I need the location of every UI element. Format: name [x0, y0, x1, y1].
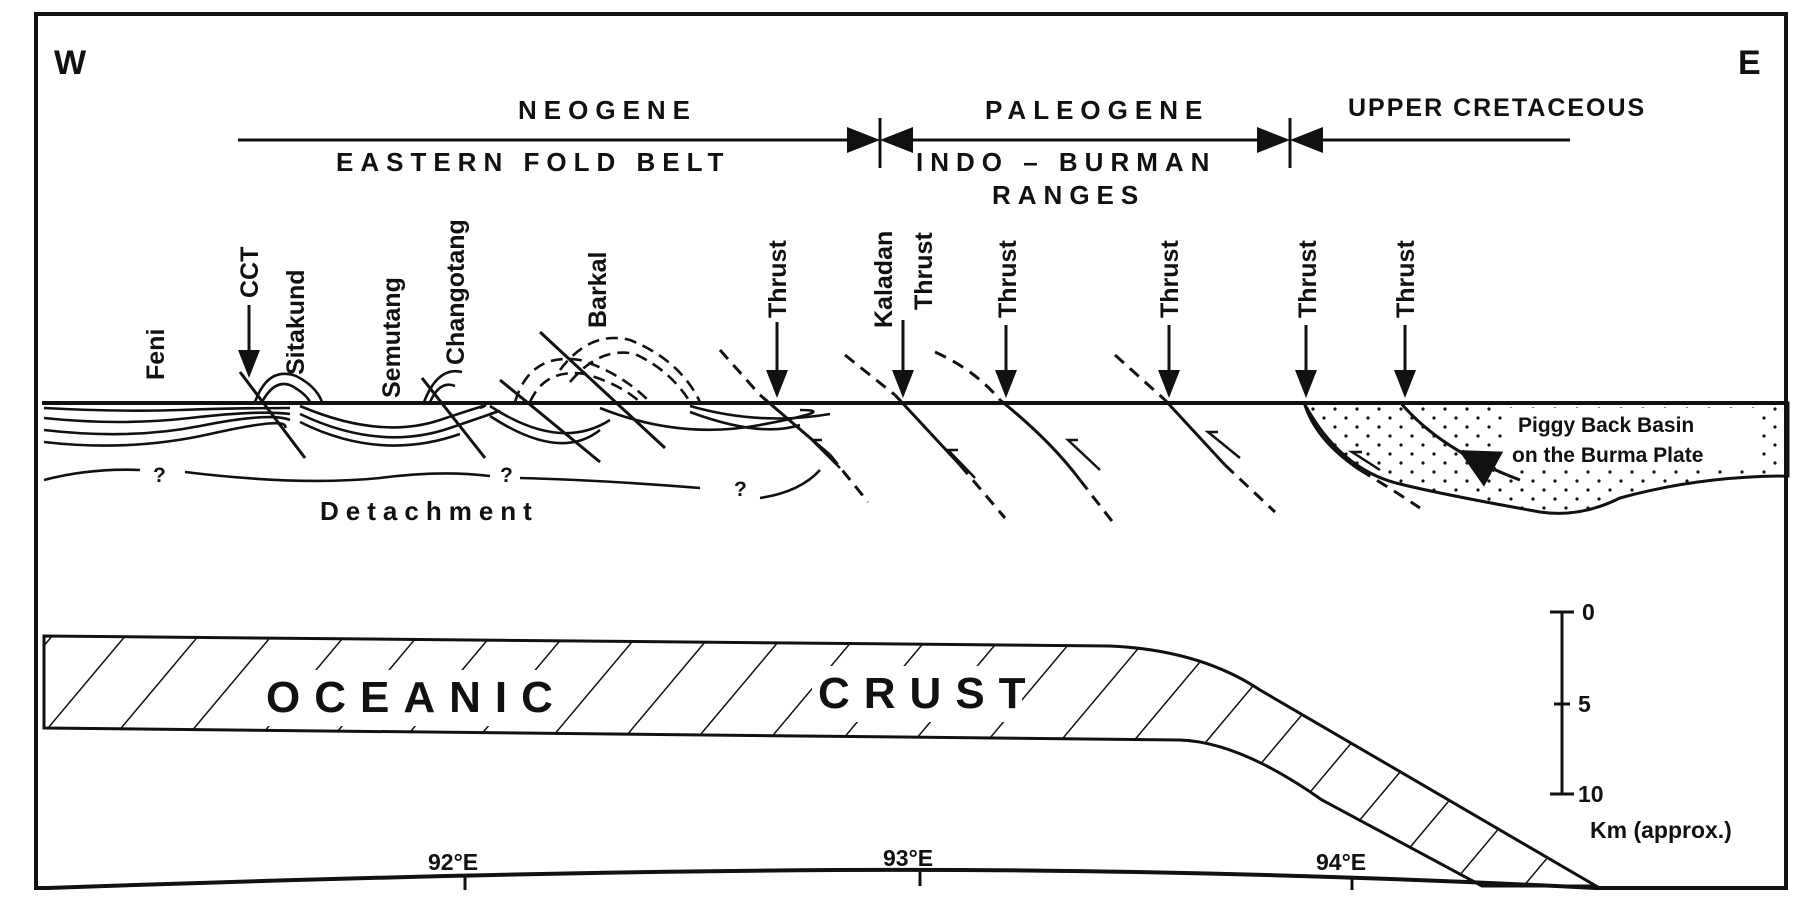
oceanic-label: OCEANIC	[266, 673, 567, 722]
fault-lines	[238, 330, 1521, 526]
cretaceous-arrowhead	[1290, 127, 1323, 153]
piggyback-label-line1: Piggy Back Basin	[1518, 414, 1694, 437]
fault-thrust-2	[999, 398, 1082, 481]
fault-cct	[238, 371, 307, 459]
longitude-axis: 92°E 93°E 94°E	[428, 845, 1366, 890]
longitude-93: 93°E	[883, 845, 933, 871]
era-header: NEOGENE PALEOGENE UPPER CRETACEOUS EASTE…	[238, 94, 1646, 210]
paleogene-label: PALEOGENE	[985, 95, 1209, 125]
detachment-surface	[43, 468, 821, 500]
thrust-label-2: Thrust	[910, 232, 938, 310]
scale-tick-10: 10	[1578, 781, 1604, 807]
piggyback-label-bg	[1508, 408, 1756, 468]
east-label: E	[1738, 44, 1761, 82]
feni-label: Feni	[142, 329, 170, 380]
cct-label: CCT	[236, 247, 264, 298]
upper-cretaceous-label: UPPER CRETACEOUS	[1348, 94, 1646, 122]
paleogene-right-arrowhead	[1257, 127, 1290, 153]
fault-barkal-1	[499, 378, 601, 464]
fault-thrust-3	[1163, 398, 1227, 467]
sitakund-label: Sitakund	[282, 269, 310, 375]
structure-labels: Feni CCT Sitakund Semutang Changotang Ba…	[142, 219, 1420, 398]
west-label: W	[54, 44, 87, 82]
crust-label-bg-2	[812, 666, 1022, 722]
neogene-arrowhead	[847, 127, 880, 153]
cct-arrowhead	[238, 350, 260, 378]
eastern-fold-belt-label: EASTERN FOLD BELT	[336, 147, 730, 177]
thrust-label-6: Thrust	[1392, 240, 1420, 318]
thrust-label-4: Thrust	[1156, 240, 1184, 318]
scale-tick-0: 0	[1582, 599, 1595, 625]
figure-frame	[34, 12, 1788, 890]
neogene-label: NEOGENE	[518, 95, 697, 125]
fault-kaladan	[893, 393, 962, 467]
crust-label-bg-1	[258, 670, 548, 726]
depth-scale-bar: 0 5 10 Km (approx.)	[1550, 599, 1732, 843]
changotang-label: Changotang	[442, 219, 470, 365]
scale-tick-5: 5	[1578, 691, 1591, 717]
crust-label: CRUST	[818, 669, 1040, 718]
semutang-label: Semutang	[378, 277, 406, 398]
thrust-label-5: Thrust	[1294, 240, 1322, 318]
detachment-question-2: ?	[500, 464, 513, 487]
detachment-question-3: ?	[734, 478, 747, 501]
scale-unit-label: Km (approx.)	[1590, 817, 1732, 843]
indo-burman-label: INDO – BURMAN	[916, 147, 1216, 177]
paleogene-left-arrowhead	[880, 127, 913, 153]
longitude-94: 94°E	[1316, 849, 1366, 875]
thrust-label-1: Thrust	[764, 240, 792, 318]
fault-changotang	[420, 377, 487, 459]
piggyback-label-line2: on the Burma Plate	[1512, 444, 1703, 467]
ranges-label: RANGES	[992, 180, 1145, 210]
detachment-label: Detachment	[320, 496, 539, 526]
kaladan-label: Kaladan	[870, 231, 898, 328]
barkal-label: Barkal	[584, 252, 612, 328]
detachment-question-1: ?	[153, 464, 166, 487]
fault-barkal-2	[538, 330, 667, 450]
folded-strata	[43, 336, 831, 447]
thrust-label-3: Thrust	[994, 240, 1022, 318]
longitude-92: 92°E	[428, 849, 478, 875]
